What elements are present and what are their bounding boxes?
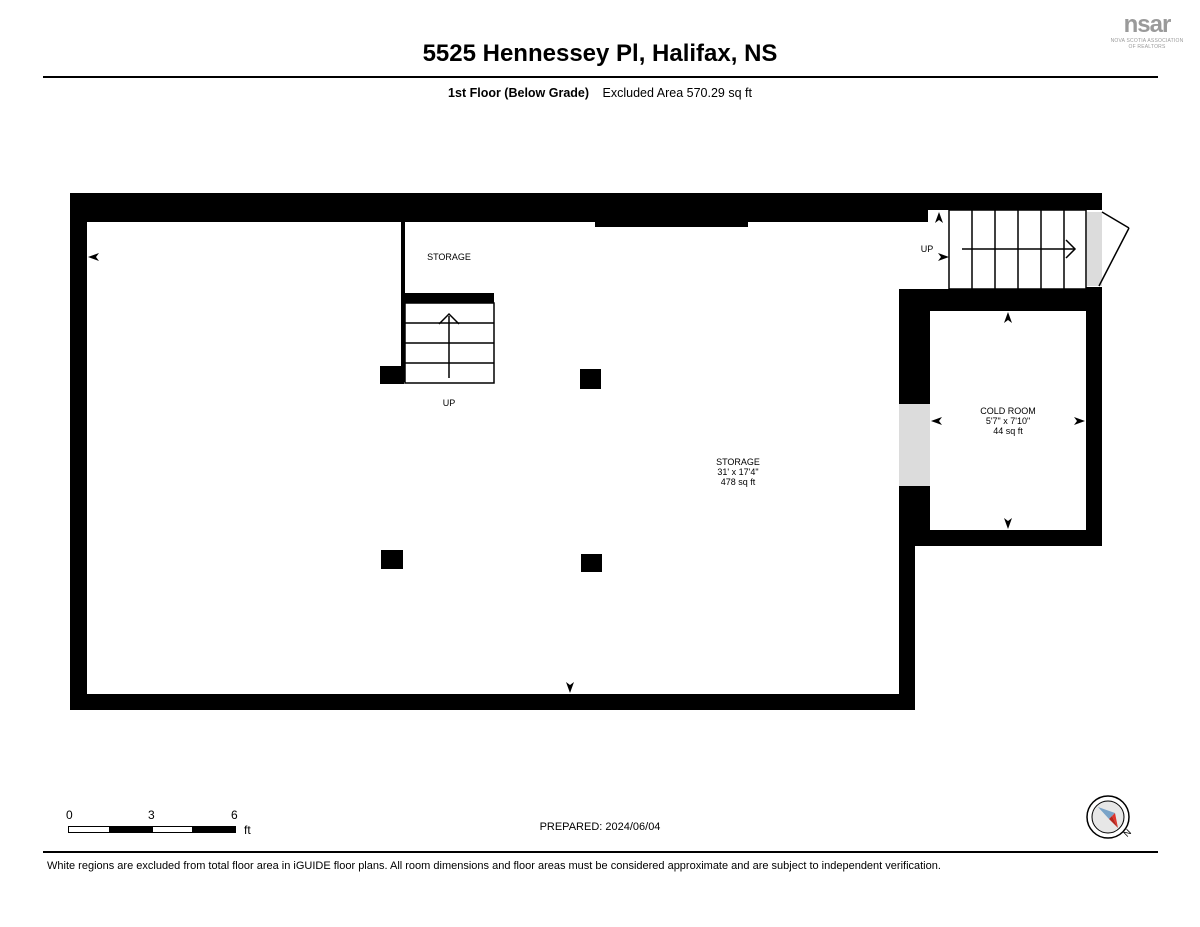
floor-name: 1st Floor (Below Grade) xyxy=(448,86,590,100)
stairs-right-up-label: UP xyxy=(920,244,934,254)
scale-tick-3: 3 xyxy=(148,808,155,822)
wall-top-main xyxy=(70,193,928,222)
cold-room-wall-top xyxy=(899,289,1102,311)
excluded-area: Excluded Area 570.29 sq ft xyxy=(602,86,752,100)
logo-tagline-2: OF REALTORS xyxy=(1128,44,1166,50)
scale-tick-0: 0 xyxy=(66,808,73,822)
partition-wall xyxy=(401,220,405,382)
exterior-door-opening xyxy=(1087,212,1102,286)
cold-room-walls xyxy=(899,287,1102,546)
page-title: 5525 Hennessey Pl, Halifax, NS xyxy=(422,40,778,67)
stairs-left xyxy=(404,302,495,384)
scale-tick-6: 6 xyxy=(231,808,238,822)
support-posts xyxy=(381,369,602,572)
stairs-right xyxy=(948,209,1087,290)
wall-header-beam xyxy=(595,218,748,227)
footer-divider xyxy=(43,851,1158,853)
cold-room-area: 44 sq ft xyxy=(993,426,1023,436)
stairs-left-up-label: UP xyxy=(442,398,456,408)
stair-header-wall xyxy=(404,293,494,303)
compass-icon: N xyxy=(1082,792,1144,844)
storage-main-dimensions: 31' x 17'4" xyxy=(717,467,759,477)
storage-small-label: STORAGE xyxy=(427,252,471,262)
scale-segment-3 xyxy=(152,826,193,833)
header-divider xyxy=(43,76,1158,78)
logo-tagline-1: NOVA SCOTIA ASSOCIATION xyxy=(1110,38,1184,44)
cold-room-wall-right xyxy=(1086,287,1102,546)
outer-walls xyxy=(70,193,1102,710)
storage-main-name: STORAGE xyxy=(716,457,760,467)
cold-room-wall-bottom xyxy=(899,530,1102,546)
cold-room-wall-left-upper xyxy=(899,289,930,404)
door-swing xyxy=(1098,211,1130,287)
dimension-arrows xyxy=(88,212,1085,693)
cold-room-wall-left-lower xyxy=(899,486,930,546)
wall-left xyxy=(70,193,87,710)
compass-graphic xyxy=(1086,795,1130,839)
post-stair xyxy=(380,366,404,384)
nsar-logo: nsar NOVA SCOTIA ASSOCIATION OF REALTORS xyxy=(1104,12,1190,56)
prepared-date: PREPARED: 2024/06/04 xyxy=(539,821,661,833)
storage-main-label: STORAGE 31' x 17'4" 478 sq ft xyxy=(678,457,798,487)
floor-subtitle: 1st Floor (Below Grade) Excluded Area 57… xyxy=(0,86,1200,100)
scale-segment-1 xyxy=(68,826,111,833)
logo-mark: nsar xyxy=(1123,11,1172,38)
storage-main-area: 478 sq ft xyxy=(720,477,756,487)
cold-room-opening xyxy=(899,404,930,486)
scale-segment-2 xyxy=(109,826,152,833)
scale-bar: 0 3 6 ft xyxy=(60,808,270,842)
wall-bottom xyxy=(70,694,915,710)
cold-room-name: COLD ROOM xyxy=(980,406,1036,416)
scale-segment-4 xyxy=(193,826,236,833)
cold-room-dimensions: 5'7" x 7'10" xyxy=(985,416,1031,426)
cold-room-label: COLD ROOM 5'7" x 7'10" 44 sq ft xyxy=(958,406,1058,436)
disclaimer-text: White regions are excluded from total fl… xyxy=(47,860,941,872)
wall-top-stair xyxy=(926,193,1102,210)
scale-unit: ft xyxy=(244,823,251,837)
